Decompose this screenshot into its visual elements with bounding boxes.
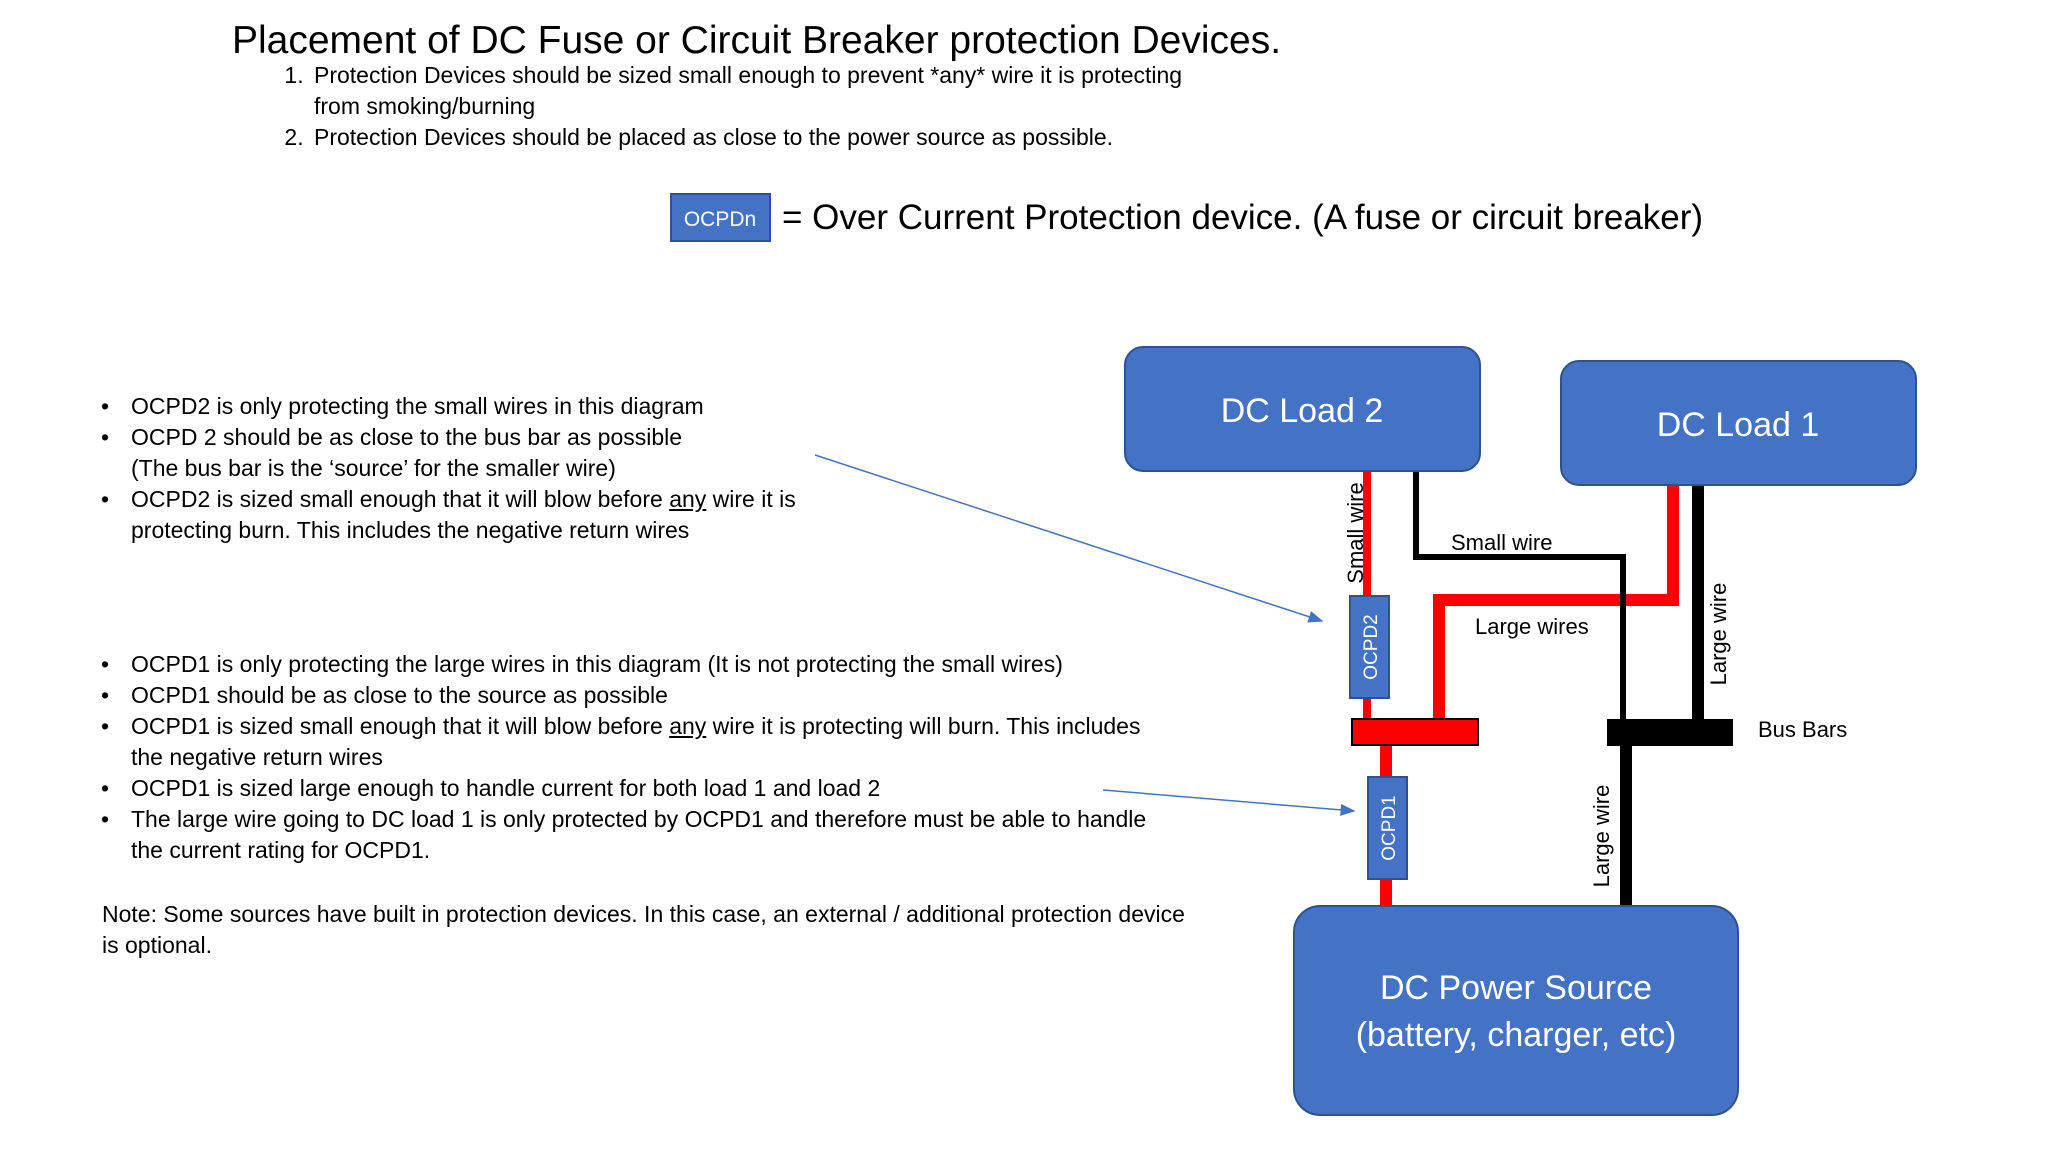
ocpd2-note-3-post: wire it is protecting burn. This include…	[131, 486, 796, 543]
legend-box-rect	[670, 193, 771, 242]
rules-list: Protection Devices should be sized small…	[270, 60, 1210, 153]
small-wire-horizontal-label: Small wire	[1451, 530, 1552, 555]
large-wire-right-label: Large wire	[1706, 583, 1731, 686]
page-title: Placement of DC Fuse or Circuit Breaker …	[232, 19, 1282, 62]
rule-item: Protection Devices should be placed as c…	[310, 122, 1210, 153]
dc-power-source-sublabel: (battery, charger, etc)	[1356, 1016, 1677, 1054]
note-text: Note: Some sources have built in protect…	[102, 901, 1185, 958]
arrow-to-ocpd2	[814, 454, 1324, 623]
ocpd2-label: OCPD2	[1361, 614, 1382, 679]
ocpd2-box	[1349, 595, 1390, 699]
dc-load-1-box	[1560, 360, 1917, 486]
large-wire-bottom-label: Large wire	[1589, 785, 1614, 888]
large-wires-label: Large wires	[1475, 614, 1589, 639]
ocpd1-note-3-pre: OCPD1 is sized small enough that it will…	[131, 713, 670, 739]
ocpd2-note-1: OCPD2 is only protecting the small wires…	[101, 391, 891, 422]
ocpd2-notes: OCPD2 is only protecting the small wires…	[101, 391, 891, 546]
ocpd2-note-2-text: OCPD 2 should be as close to the bus bar…	[131, 424, 683, 450]
dc-load-1-label: DC Load 1	[1657, 406, 1820, 444]
ocpd1-note-3-emphasis: any	[669, 713, 707, 739]
ocpd1-note-3: OCPD1 is sized small enough that it will…	[101, 711, 1161, 773]
ocpd1-device: OCPD1	[1367, 776, 1408, 880]
bus-bars-label: Bus Bars	[1758, 717, 1847, 742]
dc-load-2-box	[1124, 346, 1481, 472]
ocpd2-note-3-pre: OCPD2 is sized small enough that it will…	[131, 486, 670, 512]
ocpd2-note-3: OCPD2 is sized small enough that it will…	[101, 484, 891, 546]
rule-item: Protection Devices should be sized small…	[310, 60, 1210, 122]
ocpd1-note-1: OCPD1 is only protecting the large wires…	[101, 649, 1161, 680]
black-small-wire	[1413, 467, 1626, 722]
red-large-wire-load1	[1433, 484, 1679, 720]
ocpd2-device: OCPD2	[1349, 595, 1390, 699]
ocpd2-note-2: OCPD 2 should be as close to the bus bar…	[101, 422, 891, 484]
dc-power-source-box	[1293, 905, 1739, 1116]
legend-box-label: OCPDn	[684, 208, 756, 231]
ocpd1-note-2: OCPD1 should be as close to the source a…	[101, 680, 1161, 711]
ocpd1-label: OCPD1	[1379, 795, 1400, 860]
small-wire-vertical-label: Small wire	[1343, 482, 1368, 583]
ocpd2-note-2-sub: (The bus bar is the ‘source’ for the sma…	[131, 455, 616, 481]
ocpd1-note-5: The large wire going to DC load 1 is onl…	[101, 804, 1161, 866]
ocpd2-note-3-emphasis: any	[669, 486, 707, 512]
legend-box: OCPDn	[670, 193, 771, 242]
dc-load-2: DC Load 2	[1124, 346, 1481, 472]
dc-load-1: DC Load 1	[1560, 360, 1917, 486]
dc-power-source: DC Power Source (battery, charger, etc)	[1293, 905, 1739, 1116]
legend-description: = Over Current Protection device. (A fus…	[782, 198, 1704, 237]
arrow-to-ocpd1	[1102, 789, 1356, 816]
positive-wires	[1351, 467, 1679, 906]
positive-bus-bar	[1351, 718, 1479, 746]
negative-wires	[1413, 467, 1733, 906]
negative-bus-bar	[1607, 719, 1733, 746]
ocpd1-box	[1367, 776, 1408, 880]
ocpd1-notes: OCPD1 is only protecting the large wires…	[101, 649, 1161, 866]
ocpd1-note-4: OCPD1 is sized large enough to handle cu…	[101, 773, 1161, 804]
dc-load-2-label: DC Load 2	[1221, 392, 1384, 430]
ocpd1-note-3-post: wire it is protecting will burn. This in…	[131, 713, 1141, 770]
dc-power-source-label: DC Power Source	[1380, 969, 1652, 1007]
